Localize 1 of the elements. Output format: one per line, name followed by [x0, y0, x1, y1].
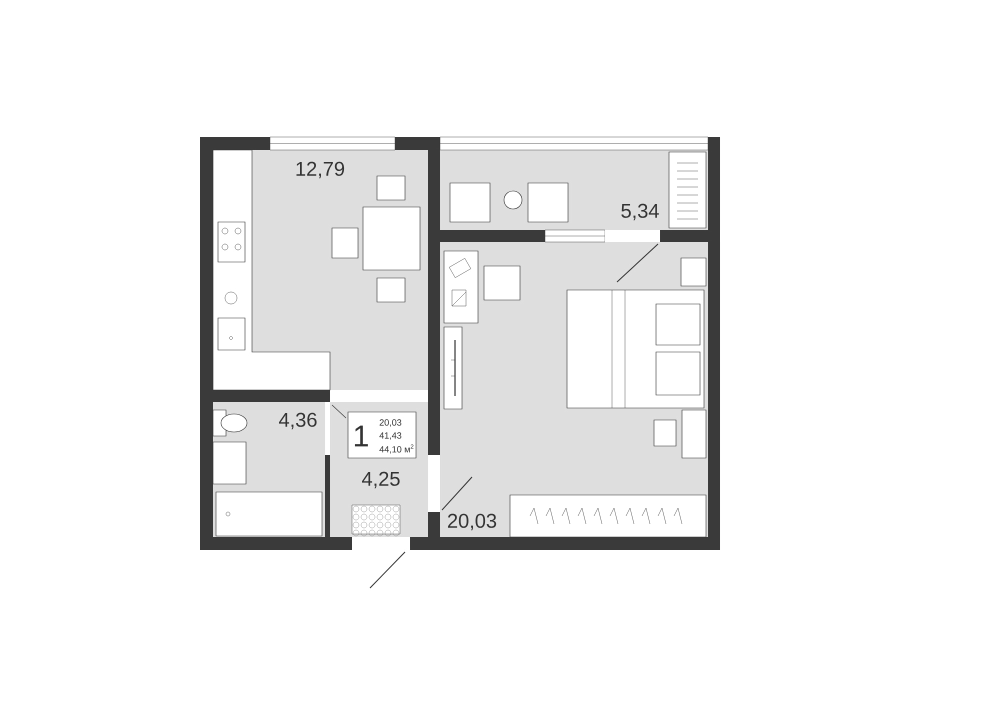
info-box: 1 20,03 41,43 44,10 м$^{2}$ — [348, 412, 416, 458]
